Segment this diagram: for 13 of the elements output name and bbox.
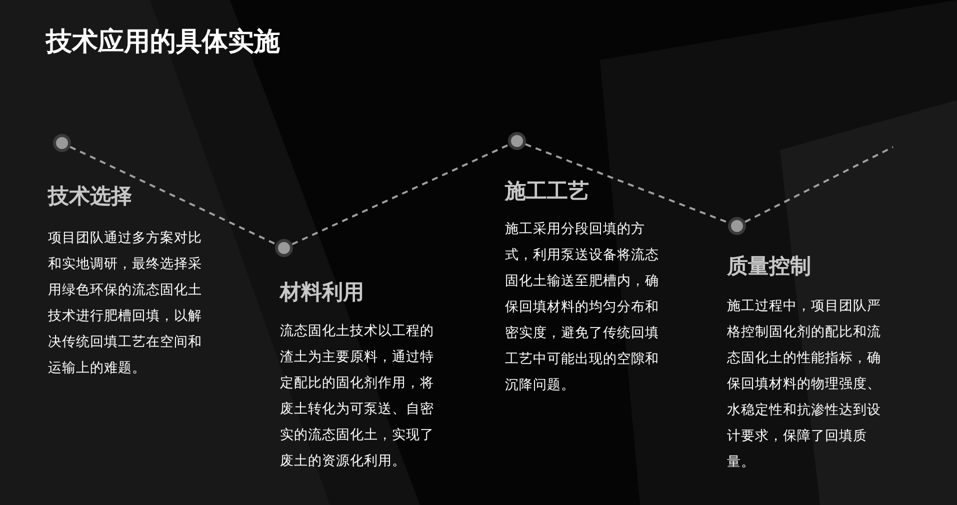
step-heading: 材料利用: [280, 279, 364, 306]
dashed-line: [70, 146, 276, 246]
dashed-line: [525, 143, 729, 224]
step-heading: 施工工艺: [505, 178, 589, 205]
step-heading: 质量控制: [727, 253, 811, 280]
step-description: 施工过程中，项目团队严格控制固化剂的配比和流态固化土的性能指标，确保回填材料的物理强度、水稳定性和抗渗性达到设计要求，保障了回填质量。: [727, 297, 882, 472]
step-description: 流态固化土技术以工程的渣土为主要原料，通过特定配比的固化剂作用，将废土转化为可泵送、自密实的流态固化土，实现了废土的资源化利用。: [280, 322, 435, 471]
step-heading: 技术选择: [48, 183, 132, 210]
title: 技术应用的具体实施: [46, 26, 280, 59]
step-description: 项目团队通过多方案对比和实地调研，最终选择采用绿色环保的流态固化土技术进行肥槽回填，以解决传统回填工艺在空间和运输上的难题。: [48, 229, 203, 378]
dashed-line: [744, 146, 894, 223]
dashed-line: [292, 144, 510, 246]
step-description: 施工采用分段回填的方式，利用泵送设备将流态固化土输送至肥槽内，确保回填材料的均匀分布和密实度，避免了传统回填工艺中可能出现的空隙和沉降问题。: [505, 220, 660, 395]
